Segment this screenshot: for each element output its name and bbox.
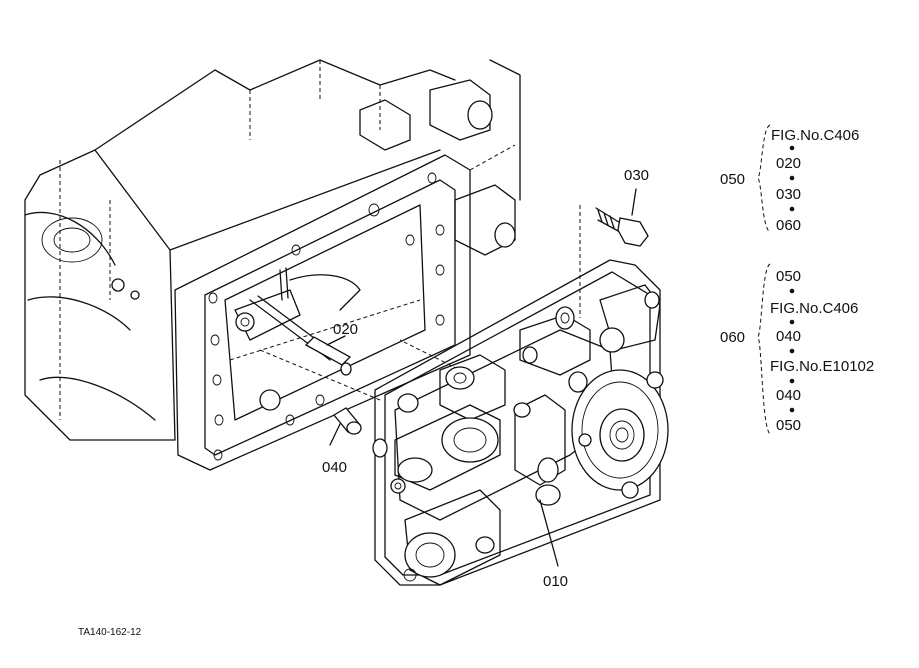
flange-bolt-holes bbox=[208, 172, 445, 461]
callout-010: 010 bbox=[543, 573, 568, 590]
group-060-item-4: FIG.No.E10102 bbox=[770, 358, 874, 375]
group-060-item-5: 040 bbox=[776, 387, 801, 404]
group-050-item-1: FIG.No.C406 bbox=[771, 127, 859, 144]
reference-group-060: 060 050 FIG.No.C406 040 FIG.No.E10102 04… bbox=[720, 263, 874, 435]
group-050-label: 050 bbox=[720, 171, 745, 188]
pin-040 bbox=[329, 407, 362, 446]
callout-labels: 010 020 030 040 bbox=[322, 167, 649, 590]
valve-assembly-010 bbox=[372, 205, 669, 586]
group-050-item-2: 020 bbox=[776, 155, 801, 172]
group-060-label: 060 bbox=[720, 329, 745, 346]
transmission-housing bbox=[24, 59, 521, 471]
group-050-item-3: 030 bbox=[776, 186, 801, 203]
group-060-item-6: 050 bbox=[776, 417, 801, 434]
group-050-item-4: 060 bbox=[776, 217, 801, 234]
figure-code: TA140-162-12 bbox=[78, 627, 142, 638]
bolt-030 bbox=[595, 188, 649, 247]
callout-040: 040 bbox=[322, 459, 347, 476]
callout-020: 020 bbox=[333, 321, 358, 338]
group-060-item-1: 050 bbox=[776, 268, 801, 285]
reference-group-050: 050 FIG.No.C406 020 030 060 bbox=[720, 124, 859, 234]
group-060-item-3: 040 bbox=[776, 328, 801, 345]
group-060-item-2: FIG.No.C406 bbox=[770, 300, 858, 317]
group-060-bracket bbox=[757, 263, 771, 435]
pin-020 bbox=[304, 335, 352, 376]
callout-030: 030 bbox=[624, 167, 649, 184]
group-050-bracket bbox=[757, 124, 771, 233]
